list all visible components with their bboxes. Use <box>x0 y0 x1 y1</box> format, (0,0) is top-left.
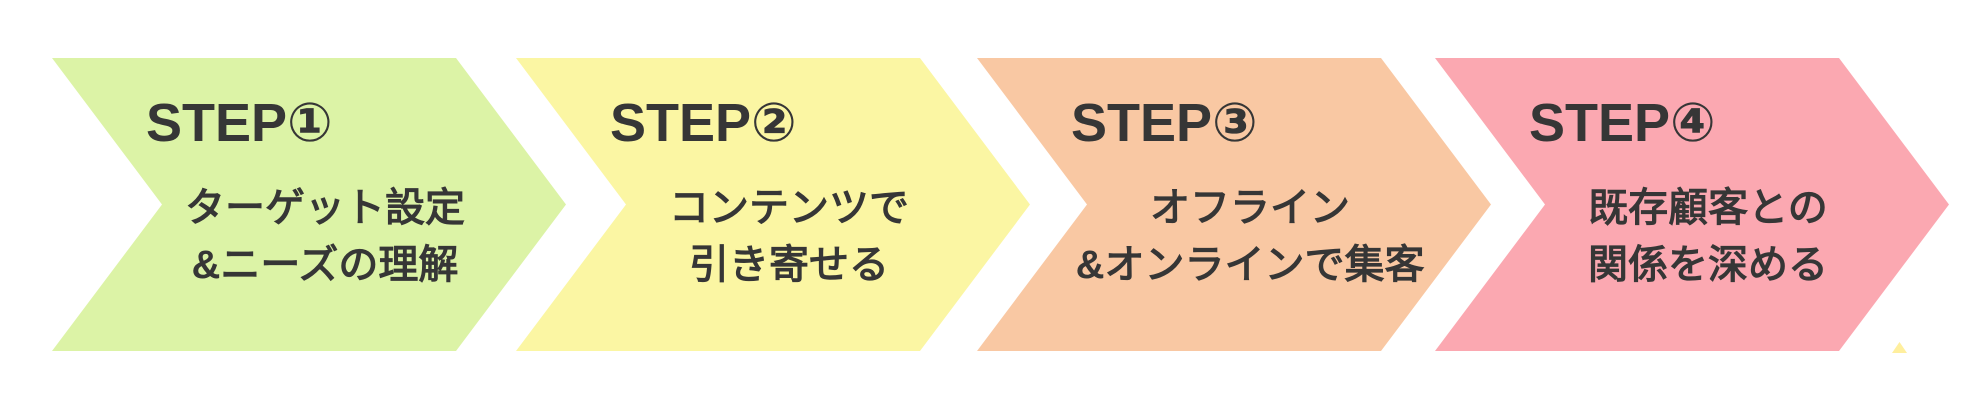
step-chevron-2: STEP② コンテンツで 引き寄せる <box>516 58 1030 351</box>
step-1-line-2: &ニーズの理解 <box>191 243 459 287</box>
yellow-speck-artifact <box>1892 342 1907 353</box>
step-chevron-4: STEP④ 既存顧客との 関係を深める <box>1435 58 1949 351</box>
step-2-label: STEP② <box>610 93 797 153</box>
step-chevron-1: STEP① ターゲット設定 &ニーズの理解 <box>52 58 566 351</box>
step-1-label: STEP① <box>146 93 333 153</box>
step-3-line-2: &オンラインで集客 <box>1075 243 1425 287</box>
step-4-line-1: 既存顧客との <box>1588 186 1828 230</box>
step-1-line-1: ターゲット設定 <box>185 186 465 230</box>
step-3-line-1: オフライン <box>1150 186 1350 230</box>
step-4-line-2: 関係を深める <box>1588 243 1828 287</box>
step-4-description: 既存顧客との 関係を深める <box>1561 180 1855 294</box>
step-2-description: コンテンツで 引き寄せる <box>642 180 936 294</box>
step-2-line-2: 引き寄せる <box>689 243 889 287</box>
step-chevron-3: STEP③ オフライン &オンラインで集客 <box>977 58 1491 351</box>
step-2-line-1: コンテンツで <box>669 186 909 230</box>
step-3-label: STEP③ <box>1071 93 1258 153</box>
step-1-description: ターゲット設定 &ニーズの理解 <box>178 180 472 294</box>
step-3-description: オフライン &オンラインで集客 <box>1076 180 1425 294</box>
step-4-label: STEP④ <box>1529 93 1716 153</box>
